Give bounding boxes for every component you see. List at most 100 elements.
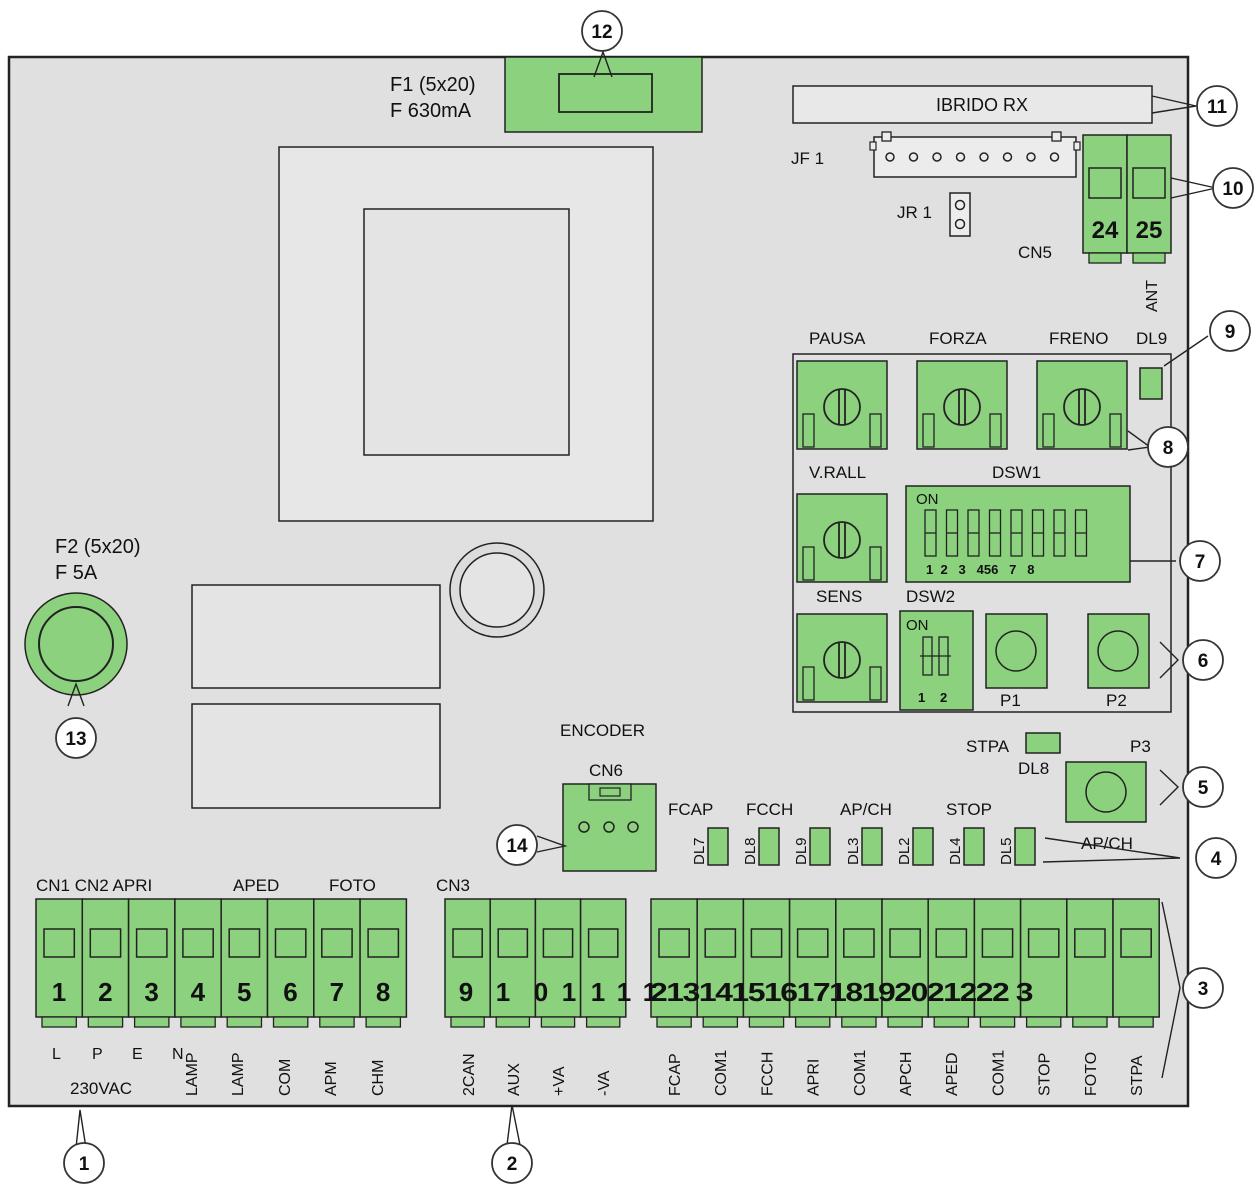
status-led [963,827,985,866]
block1-terminal-screw[interactable] [89,928,122,958]
block2-terminal-screw[interactable] [497,928,529,958]
led-group-fcap: FCAP [668,800,713,819]
block3-function-label: COM1 [713,1050,730,1096]
callout-4: 4 [1195,837,1237,879]
encoder-pin-3 [627,821,639,833]
block3-terminal [927,898,976,1018]
block1-number: 2 [98,977,112,1007]
dsw1-numbers: 1 2 3 456 7 8 [926,562,1034,577]
block2-function-label: +VA [551,1066,568,1096]
status-led-name: DL8 [742,837,759,865]
trimmer-sens-knob[interactable] [823,641,861,679]
callout-number: 11 [1207,97,1228,118]
block1-terminal-foot [226,1016,263,1028]
callout-number: 4 [1211,849,1222,870]
trimmer-forza-pin-left [922,413,935,448]
block1-terminal [174,898,222,1018]
trimmer-forza-pin-right [989,413,1002,448]
block3-terminal-screw[interactable] [935,928,968,958]
callout-circle [1196,85,1238,127]
block1-terminal-screw[interactable] [228,928,261,958]
callout-circle [1182,766,1224,808]
trimmer-pausa-knob[interactable] [823,388,861,426]
block3-terminal-foot [979,1016,1016,1028]
leader-4 [1042,837,1181,863]
settings-panel [792,353,1172,713]
block1-terminal-screw[interactable] [321,928,353,958]
callout-number: 2 [507,1154,518,1175]
callout-number: 9 [1225,322,1236,343]
status-led-name: DL4 [947,837,964,865]
button-p1-cap[interactable] [995,630,1037,672]
block1-number: 4 [191,977,206,1007]
trimmer-v-rall-knob[interactable] [823,521,861,559]
block1-terminal-foot [180,1016,216,1028]
block1-number: 5 [237,977,251,1007]
antenna-number-25: 25 [1136,217,1163,244]
antenna-foot-24 [1088,252,1122,264]
block2-header-cn3: CN3 [436,876,470,895]
block1-terminal-screw[interactable] [43,928,76,958]
block3-terminal-screw[interactable] [889,928,921,958]
status-led [707,827,729,866]
block3-terminal-screw[interactable] [1074,928,1106,958]
fuse-f1-body [558,73,653,113]
block2-terminal-screw[interactable] [587,928,619,958]
trimmer-pausa-pin-left [802,413,815,448]
encoder-pin-1 [578,821,590,833]
block3-terminal-screw[interactable] [843,928,875,958]
block1-label-n: N [172,1046,184,1063]
callout-9: 9 [1209,310,1251,352]
callout-circle [581,10,623,52]
block1-voltage: 230VAC [70,1079,132,1098]
block3-function-label: COM1 [852,1050,869,1096]
relay-2 [191,703,441,809]
antenna-screw-25 [1132,167,1166,199]
block3-terminal-screw[interactable] [796,928,829,958]
button-p3-cap[interactable] [1085,771,1127,813]
block3-terminal-screw[interactable] [658,928,690,958]
block1-terminal-foot [319,1016,355,1028]
block3-terminal [1019,898,1068,1018]
block2-terminal-screw[interactable] [542,928,574,958]
dsw2-number-1: 1 [918,690,925,705]
block1-terminal-screw[interactable] [274,928,307,958]
block3-numbers: 2131415161718192021222 3 [650,977,1033,1007]
block3-function-label: FCCH [759,1052,776,1096]
block3-terminal [650,898,698,1018]
block1-number: 1 [52,977,66,1007]
trimmer-forza-knob[interactable] [943,388,981,426]
callout-13: 13 [55,717,97,759]
block3-terminal-screw[interactable] [1027,928,1060,958]
block3-terminal-screw[interactable] [1120,928,1152,958]
leader-12 [593,49,613,78]
block1-terminal-screw[interactable] [182,928,214,958]
block1-terminal-foot [87,1016,124,1028]
jf1-pin [1049,152,1060,162]
block2-terminal [444,898,491,1018]
trimmer-freno-knob[interactable] [1063,388,1101,426]
block2-terminal-screw[interactable] [452,928,483,958]
block3-terminal-screw[interactable] [981,928,1014,958]
block3-function-label: APED [944,1052,961,1096]
block1-number: 3 [144,977,158,1007]
trimmers [796,360,1128,703]
status-led [1014,827,1036,866]
status-led [861,827,883,866]
block3-terminal-foot [1118,1016,1154,1028]
callout-11: 11 [1196,85,1238,127]
block3-terminal [835,898,883,1018]
block1-terminal-screw[interactable] [135,928,168,958]
block1-terminal-screw[interactable] [367,928,400,958]
block3-terminal-screw[interactable] [750,928,783,958]
callout-number: 8 [1163,438,1174,459]
leader-11 [1151,95,1197,114]
block2-number: 1 [496,977,510,1007]
dsw2-number-2: 2 [940,690,947,705]
jr1-pin-2 [954,218,966,230]
block3-terminal-screw[interactable] [704,928,737,958]
jf1-pin [932,152,942,162]
button-p2-cap[interactable] [1097,630,1139,672]
